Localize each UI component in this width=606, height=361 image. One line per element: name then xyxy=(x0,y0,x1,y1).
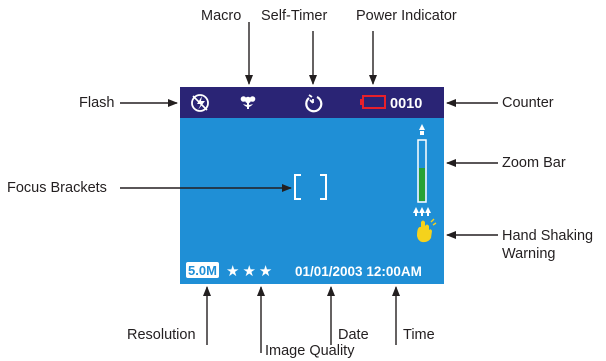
focus-brackets-label: Focus Brackets xyxy=(7,180,107,196)
self-timer-icon xyxy=(305,94,323,113)
flash-label: Flash xyxy=(79,95,115,111)
wide-zoom-icon xyxy=(413,207,431,216)
battery-icon xyxy=(360,95,386,109)
image-quality-label: Image Quality xyxy=(265,343,355,359)
lcd-screen xyxy=(180,87,444,284)
hand-shaking-label-line2: Warning xyxy=(502,246,556,262)
macro-flower-icon xyxy=(240,96,256,109)
focus-brackets xyxy=(294,174,327,200)
zoom-bar-label: Zoom Bar xyxy=(502,155,566,171)
time-label: Time xyxy=(403,327,435,343)
counter-value: 0010 xyxy=(390,96,422,112)
date-label: Date xyxy=(338,327,369,343)
self-timer-label: Self-Timer xyxy=(261,8,328,24)
hand-shaking-label-line1: Hand Shaking xyxy=(502,228,594,244)
flash-off-icon xyxy=(191,94,209,112)
macro-label: Macro xyxy=(201,8,242,24)
zoom-bar-fill xyxy=(419,168,425,201)
resolution-value: 5.0M xyxy=(188,263,217,278)
counter-label: Counter xyxy=(502,95,554,111)
power-indicator-label: Power Indicator xyxy=(356,8,457,24)
resolution-label: Resolution xyxy=(127,327,196,343)
resolution-badge xyxy=(186,262,219,278)
hand-shaking-icon xyxy=(417,218,437,243)
quality-stars: ★★★ xyxy=(226,262,275,280)
datetime-value: 01/01/2003 12:00AM xyxy=(295,264,422,279)
zoom-bar xyxy=(417,124,427,203)
